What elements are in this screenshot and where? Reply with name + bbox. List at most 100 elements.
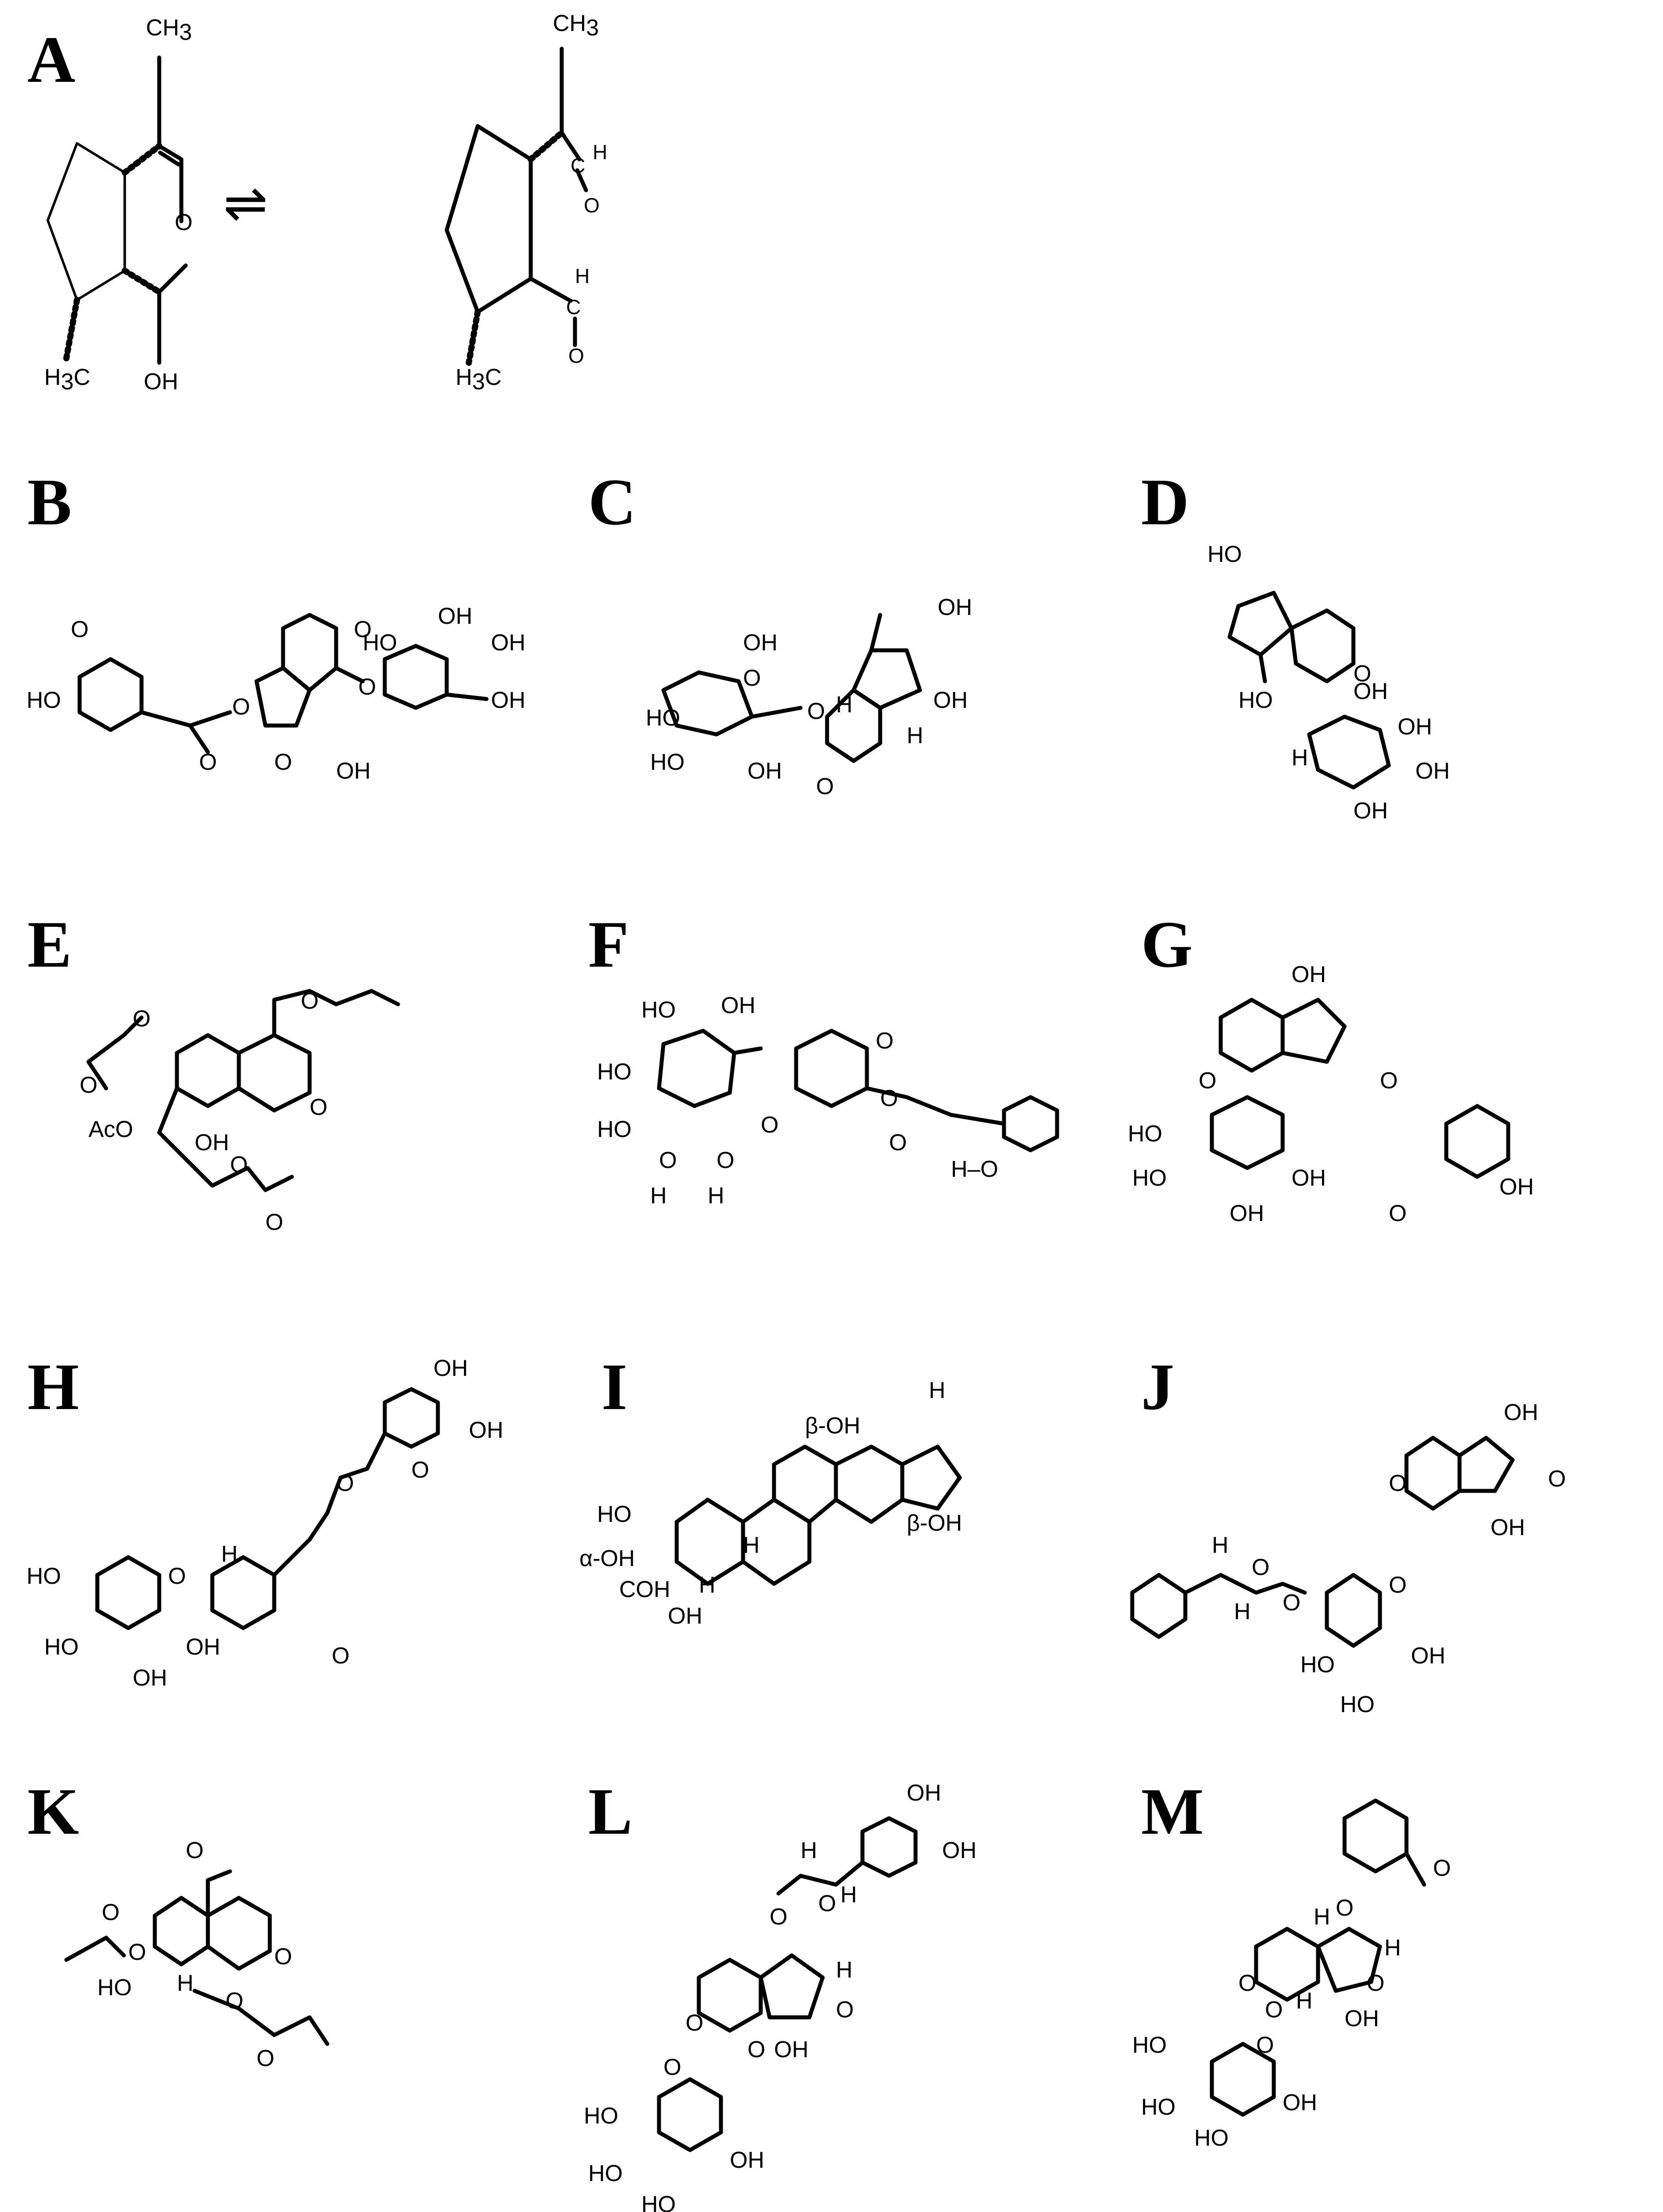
label-o: O (1380, 1068, 1398, 1094)
label-h: H (177, 1970, 194, 1996)
label-o: O (133, 1006, 150, 1032)
label-o: O (1389, 1471, 1406, 1496)
label-o: O (1336, 1895, 1353, 1921)
label-h: H (1384, 1935, 1401, 1961)
label-o: O (71, 617, 88, 642)
label-oh: OH (1353, 798, 1388, 824)
label-o: O (659, 1148, 677, 1173)
structure-j: H O H OH O O O O OH HO OH HO (1130, 1400, 1566, 1717)
label-o: O (274, 1944, 292, 1970)
label-beta-oh: β-OH (907, 1510, 962, 1536)
label-ho: HO (1340, 1692, 1375, 1717)
label-ho: HO (97, 1975, 132, 2001)
label-oh: OH (1345, 2006, 1379, 2032)
label-oh: OH (144, 369, 178, 395)
label-o: O (354, 617, 372, 642)
label-oh: OH (1504, 1400, 1538, 1425)
label-ho: HO (588, 2161, 623, 2186)
label-h: H (1291, 745, 1308, 771)
label-o: O (880, 1086, 898, 1111)
label-h: H (650, 1183, 667, 1209)
label-o: O (663, 2055, 681, 2080)
label-h: H (1234, 1599, 1251, 1624)
equilibrium-arrow-icon: ⇌ (223, 173, 268, 233)
label-oh: OH (1491, 1515, 1525, 1540)
panel-letter: J (1141, 1350, 1174, 1424)
label-o: O (1353, 661, 1371, 687)
panel-letter: B (27, 465, 72, 539)
label-oh: OH (938, 595, 972, 620)
panel-letter: L (588, 1775, 633, 1848)
label-o: O (686, 2010, 703, 2036)
panel-m: M O O H H O H O O OH O HO HO OH HO (1106, 1770, 1663, 2212)
label-o: O (358, 674, 376, 700)
label-ho: HO (1194, 2125, 1229, 2151)
panel-c: C OH OH HO HO OH OH O O O H H (553, 460, 1106, 858)
structure-e: O O O AcO OH O O O (80, 988, 400, 1235)
structure-c: OH OH HO HO OH OH O O O H H (646, 595, 972, 799)
label-o: O (226, 1988, 243, 2014)
structure-a: CH3 O H3C OH ⇌ CH3 C H O C H O H3C (44, 11, 607, 395)
label-o: O (747, 2037, 765, 2062)
label-oh: OH (907, 1780, 941, 1806)
label-ho: HO (27, 1563, 61, 1589)
label-oh: OH (1353, 679, 1388, 704)
label-ho: HO (584, 2103, 618, 2129)
label-o: O (807, 699, 825, 724)
label-ho: HO (646, 705, 680, 731)
label-oh: OH (1398, 714, 1432, 740)
panel-a: A CH3 O H3C OH ⇌ CH3 C H O C H O (0, 0, 1663, 442)
label-h: H (575, 265, 590, 288)
panel-l: L OH OH H H O O H O O O OH HO O HO OH HO (553, 1770, 1106, 2212)
label-h: H (708, 1183, 724, 1209)
panel-e: E O O O AcO OH O O O (0, 902, 553, 1301)
label-o: O (199, 749, 217, 775)
label-oh: OH (438, 603, 472, 629)
label-o: O (186, 1838, 203, 1863)
label-o: O (1256, 2032, 1274, 2058)
label-h: H (1314, 1904, 1330, 1930)
label-o: O (1252, 1555, 1269, 1580)
label-h: H (743, 1532, 760, 1558)
label-oh: OH (491, 630, 525, 656)
label-o: O (257, 2046, 274, 2071)
label-o: O (128, 1939, 146, 1965)
panel-letter: H (27, 1350, 79, 1424)
label-oh: OH (1499, 1174, 1534, 1200)
panel-letter: A (27, 23, 76, 96)
panel-j: J H O H OH O O O O OH HO OH HO (1106, 1345, 1663, 1765)
label-oh: OH (133, 1665, 167, 1691)
label-ho: HO (641, 2192, 676, 2212)
panel-h: H OH OH HO HO OH OH O H O O O (0, 1345, 553, 1765)
label-oh: OH (336, 758, 371, 784)
structure-m: O O H H O H O O OH O HO HO OH HO (1132, 1798, 1451, 2151)
label-oh: OH (1411, 1643, 1445, 1669)
label-ho: HO (597, 1059, 632, 1085)
label-ho: HO (1300, 1652, 1335, 1678)
panel-k: K O O O HO H O O O (0, 1770, 553, 2212)
label-o: O (411, 1457, 429, 1483)
label-o: O (1265, 1997, 1283, 2023)
label-h: H (221, 1541, 238, 1567)
label-oh: OH (721, 993, 755, 1018)
label-ho: HO (363, 630, 397, 656)
label-o: O (816, 774, 834, 799)
panel-letter: C (588, 465, 636, 539)
label-o: O (336, 1471, 354, 1496)
label-o: O (1389, 1201, 1406, 1226)
label-ho: HO (1238, 687, 1273, 713)
label-ho: HO (27, 687, 61, 713)
label-h: H (929, 1378, 946, 1403)
label-oh: OH (933, 687, 968, 713)
label-oh: OH (1291, 962, 1326, 987)
label-h: H (1212, 1532, 1229, 1558)
label-o: O (1548, 1466, 1566, 1492)
structure-d: HO HO O OH OH OH OH H (1207, 541, 1450, 824)
label-o: O (743, 665, 761, 691)
structure-i: β-OH H HO α-OH COH OH β-OH H H (579, 1378, 962, 1629)
label-o: O (310, 1094, 327, 1120)
label-h: H (836, 692, 853, 718)
label-oh: OH (186, 1634, 220, 1660)
label-ho: HO (1141, 2094, 1176, 2120)
panel-letter: D (1141, 465, 1189, 539)
